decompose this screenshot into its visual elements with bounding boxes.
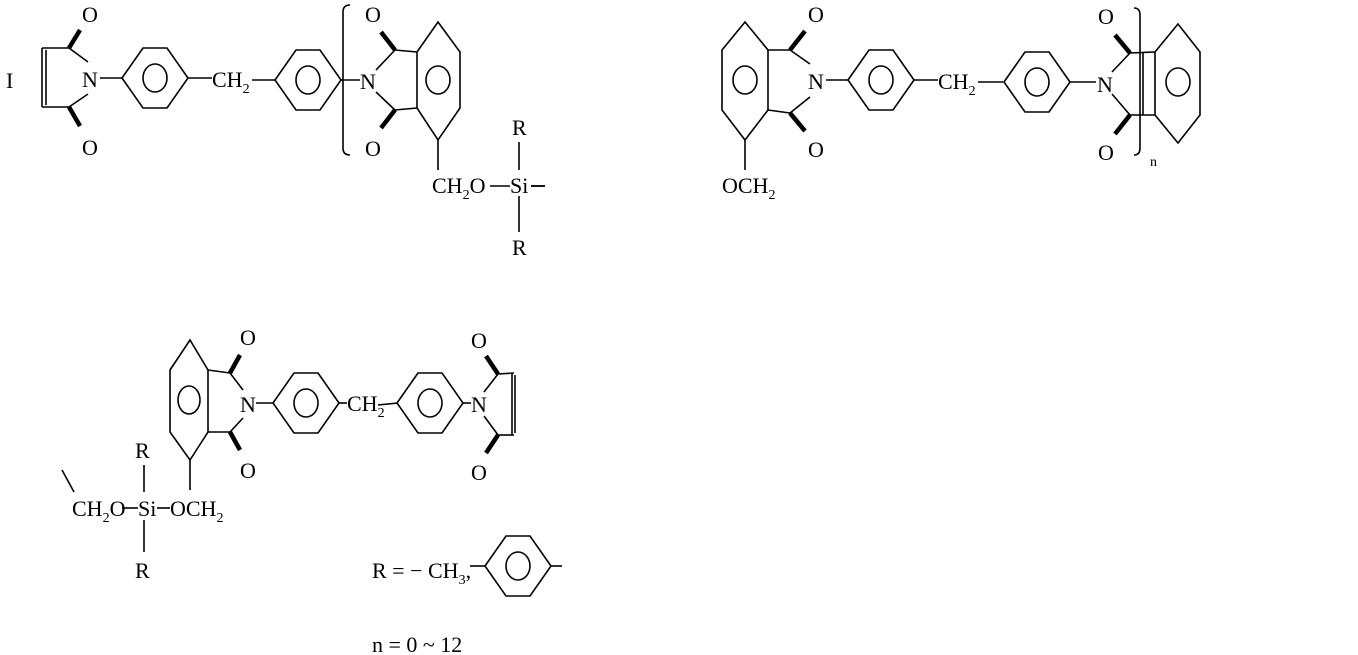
nitrogen-label: N: [82, 67, 98, 92]
benzene-ring: [397, 373, 463, 433]
r-group-label: R: [135, 558, 150, 583]
ch2o-label: CH2O: [432, 173, 485, 203]
benzene-ring: [848, 50, 914, 110]
benzene-ring: [122, 48, 188, 108]
nitrogen-label: N: [240, 392, 256, 417]
r-group-label: R: [135, 438, 150, 463]
oxygen-label: O: [82, 2, 98, 27]
phthalimide-unit-2: O O N: [722, 2, 824, 170]
oxygen-label: O: [471, 460, 487, 485]
maleimide-end-top: O O N: [42, 2, 122, 160]
oxygen-label: O: [240, 458, 256, 483]
phthalimide-unit-bottom: O O N: [170, 325, 273, 490]
methylene-label: CH2: [212, 67, 250, 97]
methylene-label: CH2: [347, 391, 385, 421]
r-group-label: R: [512, 115, 527, 140]
repeat-subscript: n: [1150, 155, 1157, 170]
oxygen-label: O: [365, 2, 381, 27]
oxygen-label: O: [808, 137, 824, 162]
nitrogen-label: N: [808, 69, 824, 94]
benzene-ring: [273, 373, 339, 433]
oxygen-label: O: [1098, 140, 1114, 165]
phthalimide-end-top: N O O: [1097, 4, 1200, 165]
nitrogen-label: N: [360, 69, 376, 94]
phenylene-ring: [485, 536, 551, 596]
oxygen-label: O: [1098, 4, 1114, 29]
maleimide-end-bottom: N O O: [471, 328, 515, 485]
r-group-label: R: [512, 235, 527, 260]
methylene-label: CH2: [938, 69, 976, 99]
silicon-label: Si: [510, 173, 528, 198]
figure-label: I: [6, 68, 13, 93]
r-definition: R = − CH3,: [372, 558, 471, 588]
nitrogen-label: N: [471, 392, 487, 417]
oxygen-label: O: [808, 2, 824, 27]
benzene-ring: [275, 50, 341, 110]
repeat-bracket-close: [1134, 8, 1140, 155]
oxygen-label: O: [471, 328, 487, 353]
phthalimide-unit-1: N O O: [360, 2, 460, 170]
silicon-label: Si: [138, 496, 156, 521]
nitrogen-label: N: [1097, 72, 1113, 97]
och2-label: OCH2: [170, 496, 223, 526]
ch2o-label: CH2O: [72, 496, 125, 526]
oxygen-label: O: [82, 135, 98, 160]
n-range: n = 0 ~ 12: [372, 632, 462, 655]
benzene-ring: [1004, 52, 1070, 112]
oxygen-label: O: [240, 325, 256, 350]
och2-label: OCH2: [722, 173, 775, 203]
oxygen-label: O: [365, 136, 381, 161]
